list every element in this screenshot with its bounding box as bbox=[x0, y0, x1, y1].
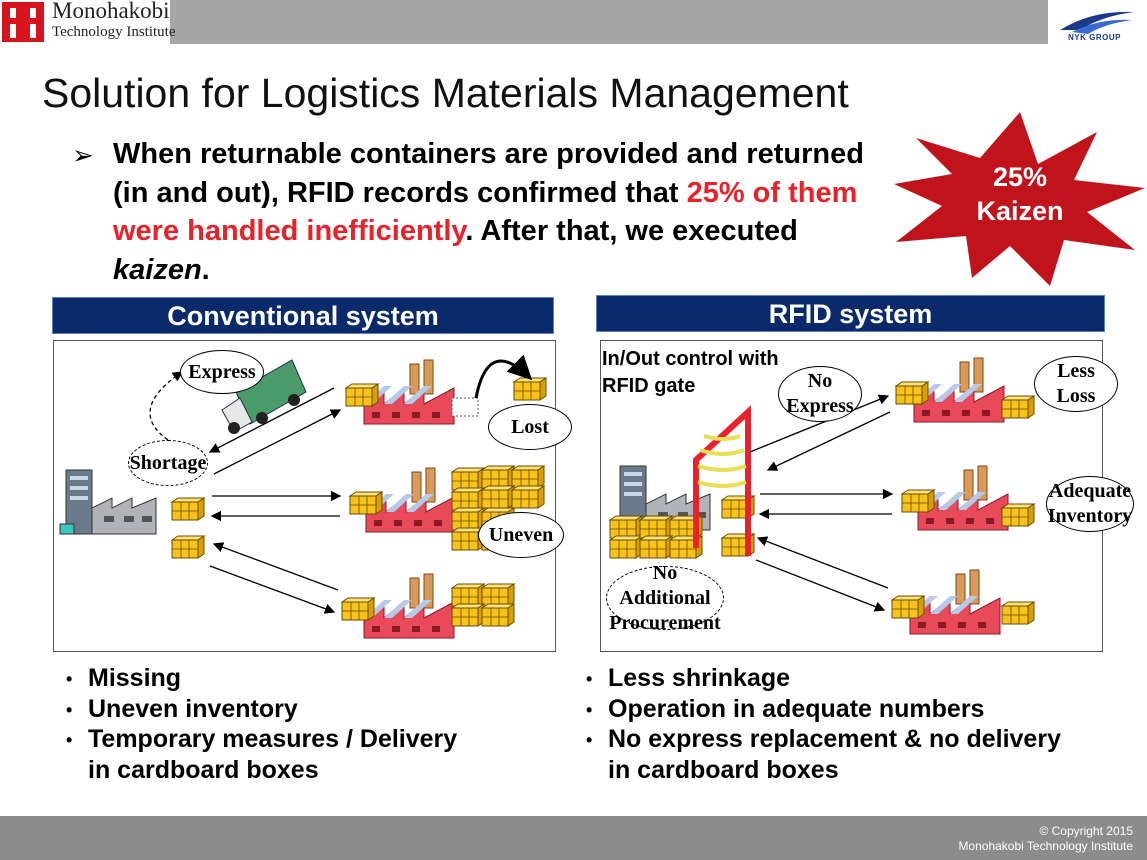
page-title: Solution for Logistics Materials Managem… bbox=[42, 70, 849, 116]
copyright-line2: Monohakobi Technology Institute bbox=[958, 839, 1133, 853]
flow-arrow bbox=[213, 409, 342, 475]
no-express-line2: Express bbox=[786, 395, 854, 417]
crate-icon bbox=[901, 489, 935, 513]
partner-logo-text: NYK GROUP bbox=[1068, 33, 1121, 42]
less-loss-line1: Less bbox=[1057, 360, 1095, 382]
starburst-line1: 25% bbox=[992, 162, 1048, 192]
factory-icon bbox=[363, 573, 455, 639]
crate-icon bbox=[895, 381, 929, 405]
crate-stack-icon bbox=[452, 584, 514, 626]
crate-icon bbox=[341, 597, 375, 621]
nyk-wing-icon bbox=[1060, 11, 1134, 34]
list-item: Temporary measures / Delivery bbox=[66, 724, 546, 755]
list-item: Less shrinkage bbox=[586, 663, 1106, 694]
arrow-bullet-icon: ➢ bbox=[72, 140, 94, 170]
list-item: No express replacement & no delivery bbox=[586, 724, 1106, 755]
crate-icon bbox=[891, 595, 925, 619]
starburst-icon bbox=[894, 112, 1145, 286]
crate-icon bbox=[171, 497, 205, 521]
gate-line1: In/Out control with bbox=[602, 348, 779, 370]
rfid-gate-icon bbox=[693, 405, 751, 556]
rfid-header: RFID system bbox=[596, 295, 1105, 332]
copyright-line1: © Copyright 2015 bbox=[1039, 824, 1133, 838]
list-item-continuation: in cardboard boxes bbox=[88, 755, 319, 784]
flow-arrow bbox=[212, 542, 339, 591]
adequate-line1: Adequate bbox=[1048, 480, 1132, 502]
crate-icon bbox=[171, 535, 205, 559]
gate-line2: RFID gate bbox=[602, 375, 696, 397]
express-label: Express bbox=[180, 350, 264, 394]
lead-part1: When returnable containers are provided … bbox=[113, 138, 864, 209]
flow-arrow bbox=[766, 411, 891, 471]
flow-arrow bbox=[755, 559, 886, 612]
top-bar bbox=[170, 0, 1048, 44]
conventional-header: Conventional system bbox=[52, 297, 554, 334]
flow-arrow bbox=[749, 394, 890, 453]
list-item: Missing bbox=[66, 663, 546, 694]
no-express-line1: No bbox=[807, 370, 833, 392]
uneven-label: Uneven bbox=[478, 512, 564, 558]
crate-icon bbox=[1001, 395, 1035, 419]
no-add-line2: Procurement bbox=[609, 611, 721, 634]
lead-part2: . After that, we executed bbox=[465, 215, 798, 247]
starburst-line2: Kaizen bbox=[976, 196, 1064, 226]
lead-part3: . bbox=[201, 253, 210, 286]
crate-icon bbox=[1001, 601, 1035, 625]
flow-arrow bbox=[756, 536, 889, 589]
conventional-bullets: Missing Uneven inventory Temporary measu… bbox=[66, 663, 546, 785]
logo-line2: Technology Institute bbox=[52, 24, 176, 40]
list-item: Uneven inventory bbox=[66, 694, 546, 724]
shortage-label: Shortage bbox=[128, 440, 208, 486]
crate-icon bbox=[345, 383, 379, 407]
lost-arrow bbox=[474, 354, 533, 399]
rfid-bullets: Less shrinkage Operation in adequate num… bbox=[586, 663, 1106, 785]
lost-label: Lost bbox=[488, 404, 572, 450]
list-item-continuation: in cardboard boxes bbox=[608, 755, 839, 784]
crate-icon bbox=[349, 491, 383, 515]
no-add-line1: No Additional bbox=[619, 561, 711, 609]
flow-arrow bbox=[208, 387, 335, 453]
lead-text: When returnable containers are provided … bbox=[113, 135, 883, 289]
logo-line1: Monohakobi bbox=[52, 0, 170, 23]
lost-crate-icon bbox=[451, 377, 547, 417]
footer-bar bbox=[0, 816, 1147, 860]
adequate-line2: Inventory bbox=[1047, 505, 1133, 527]
list-item: Operation in adequate numbers bbox=[586, 694, 1106, 724]
flow-arrow bbox=[209, 565, 336, 614]
logo-mark-icon bbox=[2, 2, 44, 42]
crate-icon bbox=[1001, 503, 1035, 527]
express-arrow bbox=[149, 371, 184, 441]
less-loss-line2: Loss bbox=[1056, 385, 1096, 407]
lead-highlight: 25% of them were handled inefficiently bbox=[113, 176, 858, 248]
crate-stack-icon bbox=[610, 516, 702, 558]
starburst-text: 25% Kaizen bbox=[940, 160, 1100, 228]
truck-icon bbox=[221, 359, 307, 434]
lead-emphasis: kaizen bbox=[113, 253, 202, 286]
